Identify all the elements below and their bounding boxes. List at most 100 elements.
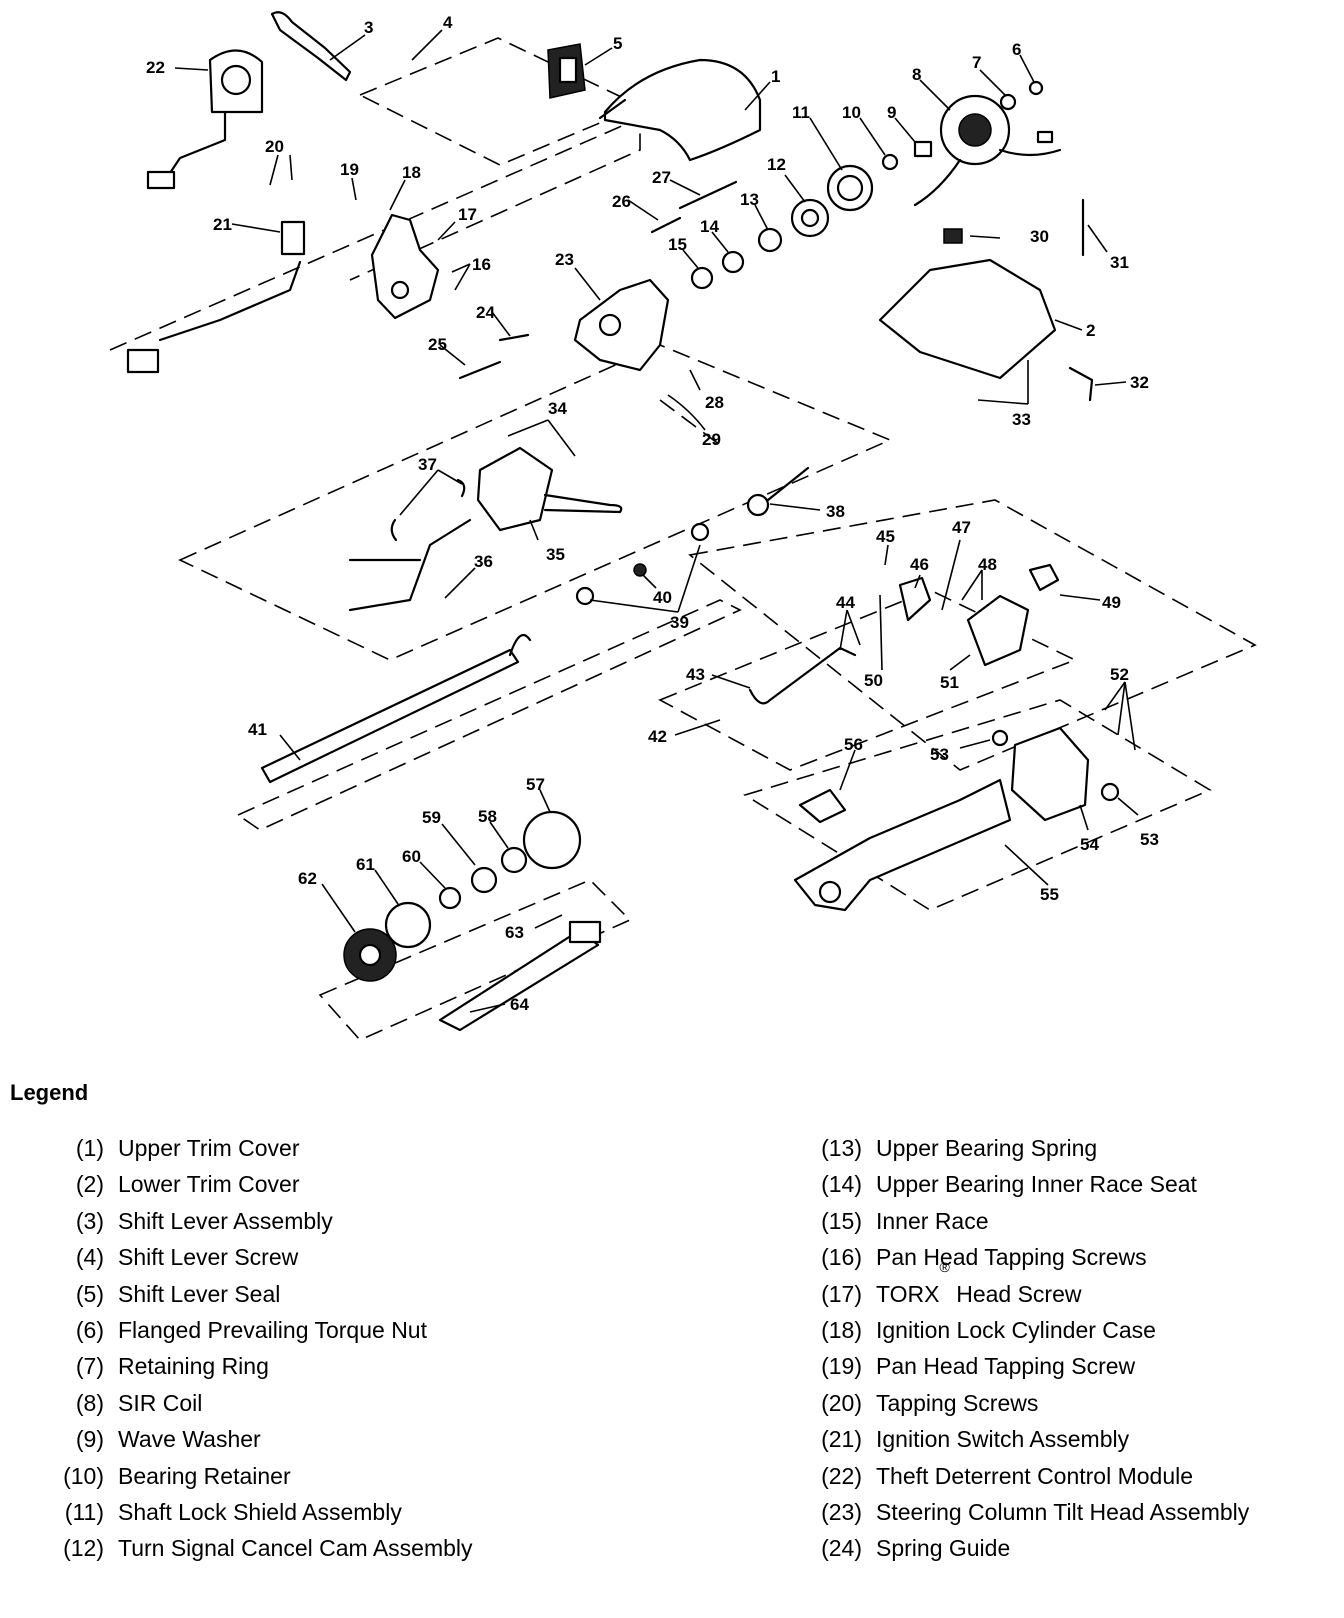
part-56 <box>798 788 847 824</box>
legend-item: (13)Upper Bearing Spring <box>821 1135 1098 1161</box>
callout-42: 42 <box>648 727 667 746</box>
callout-53-upper: 53 <box>930 745 949 764</box>
legend-item: (11)Shaft Lock Shield Assembly <box>64 1498 402 1525</box>
legend-title: Legend <box>10 1080 89 1105</box>
part-51 <box>966 594 1030 667</box>
callout-24: 24 <box>476 303 495 322</box>
legend-item: (5)Shift Lever Seal <box>75 1280 281 1307</box>
legend-item: (17)TORX® Head Screw <box>821 1258 1082 1307</box>
inner-race-seat-part <box>721 250 745 274</box>
part-58 <box>500 846 528 874</box>
inner-race-part <box>690 266 714 290</box>
callout-54: 54 <box>1080 835 1099 854</box>
shaft-part <box>260 633 532 784</box>
callout-11: 11 <box>792 103 810 122</box>
callout-22: 22 <box>146 58 165 77</box>
callout-53-lower: 53 <box>1140 830 1159 849</box>
part-37b <box>456 478 466 498</box>
part-60 <box>438 886 462 910</box>
callout-62: 62 <box>298 869 317 888</box>
shaft-lock-shield-part <box>826 164 874 212</box>
sir-coil-part <box>913 94 1062 207</box>
part-54 <box>1010 726 1090 822</box>
callout-10: 10 <box>842 103 861 122</box>
callout-61: 61 <box>356 855 375 874</box>
callout-37: 37 <box>418 455 437 474</box>
callout-36: 36 <box>474 552 493 571</box>
theft-deterrent-module-part <box>146 49 264 190</box>
callout-63: 63 <box>505 923 524 942</box>
callout-labels: 22 3 4 5 1 6 7 8 9 10 11 12 13 14 15 27 … <box>146 13 1159 1014</box>
callout-17: 17 <box>458 205 477 224</box>
callout-44: 44 <box>836 593 855 612</box>
callout-57: 57 <box>526 775 545 794</box>
callout-47: 47 <box>952 518 971 537</box>
callout-16: 16 <box>472 255 491 274</box>
callout-46: 46 <box>910 555 929 574</box>
callout-59: 59 <box>422 808 441 827</box>
leader-lines <box>174 29 1139 1013</box>
callout-5: 5 <box>613 34 622 53</box>
callout-49: 49 <box>1102 593 1121 612</box>
callout-12: 12 <box>767 155 786 174</box>
callout-34: 34 <box>548 399 567 418</box>
callout-7: 7 <box>972 53 981 72</box>
part-32 <box>1068 366 1094 402</box>
legend-item: (24)Spring Guide <box>821 1535 1011 1562</box>
legend-item: (7)Retaining Ring <box>75 1353 269 1380</box>
callout-1: 1 <box>771 67 780 86</box>
shift-lever-part <box>270 11 352 82</box>
part-53b <box>1100 782 1120 802</box>
exploded-view-diagram: 22 3 4 5 1 6 7 8 9 10 11 12 13 14 15 27 … <box>109 11 1257 1041</box>
callout-43: 43 <box>686 665 705 684</box>
spring-25-part <box>458 360 502 380</box>
callout-26: 26 <box>612 192 631 211</box>
callout-18: 18 <box>402 163 421 182</box>
callout-9: 9 <box>887 103 896 122</box>
callout-38: 38 <box>826 502 845 521</box>
upper-bearing-spring-part <box>757 227 783 253</box>
legend-item: (4)Shift Lever Screw <box>75 1244 299 1271</box>
part-39b <box>575 586 595 606</box>
callout-58: 58 <box>478 807 497 826</box>
legend-left-column: (1)Upper Trim Cover (2)Lower Trim Cover … <box>0 1130 473 1567</box>
callout-6: 6 <box>1012 40 1021 59</box>
cancel-cam-part <box>790 198 830 238</box>
legend-item: (15)Inner Race <box>821 1207 989 1234</box>
callout-56: 56 <box>844 735 863 754</box>
callout-31: 31 <box>1110 253 1129 272</box>
legend-item: (14)Upper Bearing Inner Race Seat <box>821 1171 1197 1198</box>
group-outlines <box>109 37 1257 1041</box>
callout-8: 8 <box>912 65 921 84</box>
part-40 <box>633 563 647 577</box>
callout-28: 28 <box>705 393 724 412</box>
retaining-ring-part <box>999 93 1017 111</box>
part-59 <box>470 866 498 894</box>
upper-trim-cover-part <box>598 58 762 162</box>
callout-14: 14 <box>700 217 719 236</box>
legend-item: (23)Steering Column Tilt Head Assembly <box>821 1498 1250 1525</box>
torque-nut-part <box>1028 80 1044 96</box>
legend-item: (1)Upper Trim Cover <box>75 1135 300 1161</box>
callout-20: 20 <box>265 137 284 156</box>
part-49 <box>1028 563 1060 592</box>
ignition-switch-part <box>126 220 306 374</box>
callout-35: 35 <box>546 545 565 564</box>
part-57 <box>522 810 582 870</box>
legend-item: (12)Turn Signal Cancel Cam Assembly <box>63 1535 473 1562</box>
callout-19: 19 <box>340 160 359 179</box>
callout-33: 33 <box>1012 410 1031 429</box>
callout-27: 27 <box>652 168 671 187</box>
pin-part <box>678 180 738 210</box>
callout-52: 52 <box>1110 665 1129 684</box>
spring-26-part <box>650 216 682 234</box>
part-61 <box>384 901 432 949</box>
callout-30: 30 <box>1030 227 1049 246</box>
legend-item: (9)Wave Washer <box>75 1426 261 1453</box>
callout-23: 23 <box>555 250 574 269</box>
registered-mark: ® <box>939 1258 950 1275</box>
legend-right-column: (13)Upper Bearing Spring (14)Upper Beari… <box>756 1130 1249 1567</box>
callout-41: 41 <box>248 720 267 739</box>
bearing-retainer-part <box>881 153 899 171</box>
legend-item: (2)Lower Trim Cover <box>75 1171 300 1198</box>
